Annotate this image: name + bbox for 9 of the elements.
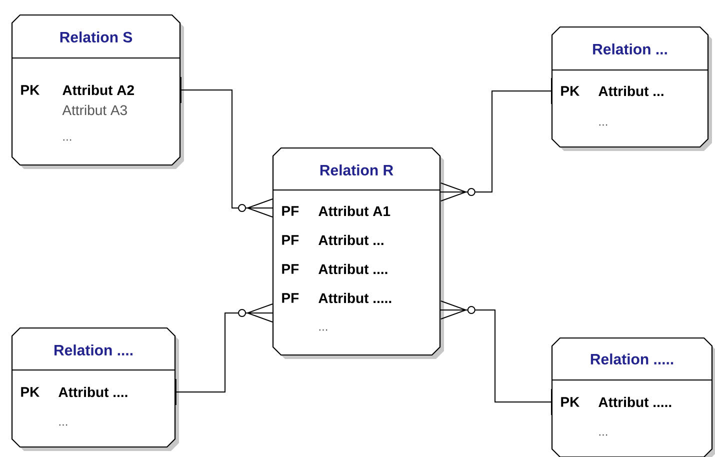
entity-box: Relation S PK Attribut A2 Attribut A3 ... [11,14,184,169]
entity-box: Relation R PF Attribut A1 PF Attribut ... PF Attribut .... PF Attribut ..... ... [272,147,444,359]
relationship-line [180,76,274,218]
entity-box: Relation ... PK Attribut ... ... [551,26,712,151]
relationship-line [440,300,552,416]
entity-box: Relation .... PK Attribut .... ... [11,327,179,451]
relationship-line [440,78,552,202]
relationship-line [175,304,274,406]
entity-box: Relation ..... PK Attribut ..... ... [551,337,715,457]
